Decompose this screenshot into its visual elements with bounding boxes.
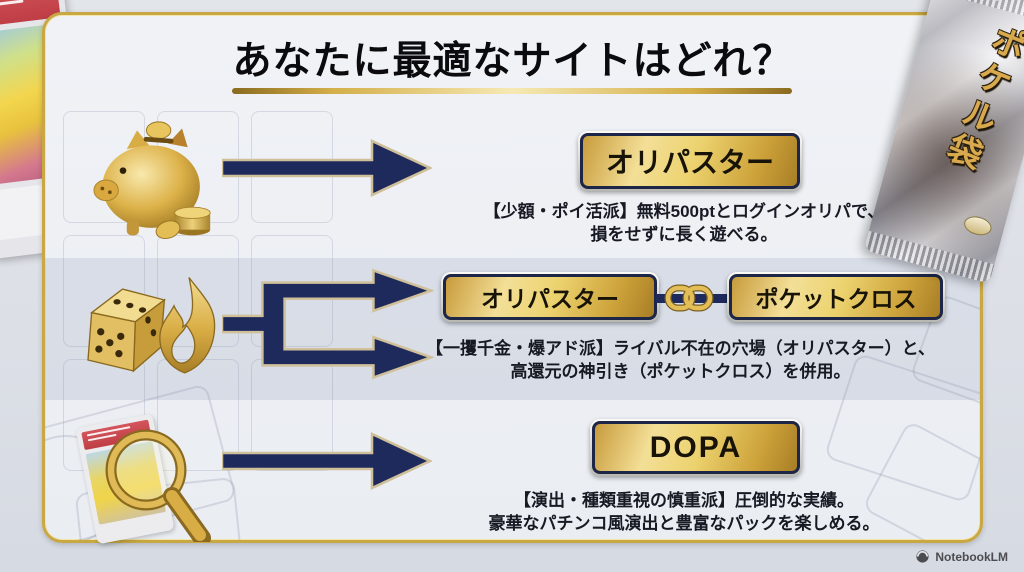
row2-description-line2: 高還元の神引き（ポケットクロス）を併用。 [510, 362, 851, 382]
row2-description-line1: 【一攫千金・爆アド派】ライバル不在の穴場（オリパスター）と、 [426, 339, 935, 358]
watermark: NotebookLM [915, 549, 1008, 564]
page-title: あなたに最適なサイトはどれ？ [232, 40, 793, 83]
pack-crimp [933, 0, 1024, 25]
site-button-dopa: DOPA [590, 419, 802, 476]
row3-description-line1: 【演出・種類重視の慎重派】圧倒的な実績。 [514, 491, 854, 510]
button-navy-frame: オリパスター [580, 133, 800, 189]
title-gold-underline [232, 88, 792, 94]
slab-label-line [0, 0, 24, 9]
button-label: DOPA [595, 424, 797, 471]
flame-icon [159, 277, 216, 374]
button-navy-frame: オリパスター [443, 274, 657, 320]
magnifier-icon [105, 429, 211, 542]
fork-arrow-icon [222, 268, 434, 380]
site-button-pocketcross: ポケットクロス [727, 272, 945, 322]
button-navy-frame: DOPA [592, 421, 800, 474]
pack-label: ポケル袋 [936, 18, 1024, 178]
button-label: オリパスター [583, 136, 797, 186]
row1-description-line2: 損をせずに長く遊べる。 [590, 225, 778, 245]
row3-description-line2: 豪華なパチンコ風演出と豊富なパックを楽しめる。 [488, 514, 880, 534]
button-navy-frame: ポケットクロス [729, 274, 943, 320]
pack-hanger-hole [986, 0, 1007, 3]
row1-description-line1: 【少額・ポイ活派】無料500ptとログインオリパで、 [483, 202, 885, 221]
button-label: ポケットクロス [732, 277, 940, 317]
watermark-text: NotebookLM [935, 549, 1008, 564]
piggy-bank-coins-icon [93, 121, 211, 240]
site-button-oripastar-2: オリパスター [441, 272, 659, 322]
arrow-right-icon [222, 432, 432, 490]
chain-link-icon [656, 284, 732, 312]
site-button-oripastar: オリパスター [578, 131, 802, 191]
arrow-right-icon [222, 139, 432, 197]
row2-description: 【一攫千金・爆アド派】ライバル不在の穴場（オリパスター）と、 高還元の神引き（ポ… [408, 337, 953, 384]
button-label: オリパスター [446, 277, 654, 317]
pack-sticker [961, 213, 994, 239]
row3-description: 【演出・種類重視の慎重派】圧倒的な実績。 豪華なパチンコ風演出と豊富なパックを楽… [424, 489, 944, 536]
notebooklm-logo-icon [916, 550, 929, 563]
row1-description: 【少額・ポイ活派】無料500ptとログインオリパで、 損をせずに長く遊べる。 [424, 200, 944, 247]
